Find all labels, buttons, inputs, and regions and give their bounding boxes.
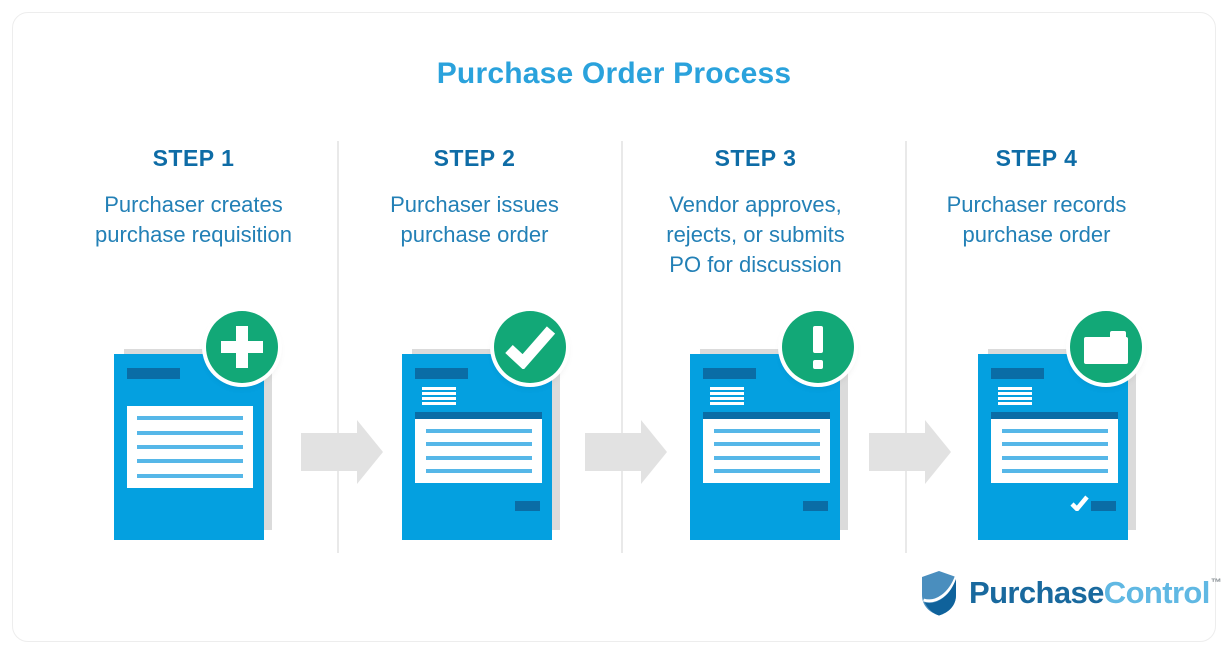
document-table-header	[415, 412, 542, 419]
step-1-description: Purchaser creates purchase requisition	[53, 190, 334, 250]
step-2-description: Purchaser issues purchase order	[334, 190, 615, 250]
document-title-bar	[991, 368, 1044, 379]
purchasecontrol-logo: PurchaseControl™	[919, 569, 1222, 617]
page-title: Purchase Order Process	[436, 57, 792, 90]
document-title-bar	[127, 368, 180, 379]
infographic-card: Purchase Order Process STEP 1 Purchaser …	[12, 12, 1222, 642]
document-total-field	[803, 501, 828, 511]
step-3-description-line: Vendor approves,	[669, 192, 842, 217]
step-4-description: Purchaser records purchase order	[896, 190, 1177, 250]
step-1-column: STEP 1 Purchaser creates purchase requis…	[53, 145, 334, 280]
logo-wordmark: PurchaseControl™	[969, 575, 1222, 611]
document-address-lines	[422, 387, 456, 407]
document-total-field	[515, 501, 540, 511]
arrow-right-icon	[301, 420, 383, 484]
document-table-header	[991, 412, 1118, 419]
logo-part-control: Control	[1103, 575, 1211, 610]
step-3-column: STEP 3 Vendor approves, rejects, or subm…	[615, 145, 896, 280]
recorded-check-icon	[1070, 495, 1089, 511]
create-badge	[206, 311, 278, 383]
alert-badge	[782, 311, 854, 383]
step-3-label: STEP 3	[714, 145, 797, 171]
step-3-description-line: PO for discussion	[669, 252, 842, 277]
document-title-bar	[703, 368, 756, 379]
arrow-right-icon	[585, 420, 667, 484]
step-4-label: STEP 4	[995, 145, 1078, 171]
document-page	[114, 354, 264, 540]
document-content-box	[127, 406, 253, 488]
document-content-box	[991, 419, 1118, 483]
step-1-label: STEP 1	[152, 145, 235, 171]
folder-icon	[1084, 330, 1128, 364]
document-table-header	[703, 412, 830, 419]
document-page	[690, 354, 840, 540]
step-2-document-illustration	[402, 311, 602, 554]
step-2-description-line: purchase order	[400, 222, 549, 247]
step-1-document-illustration	[114, 311, 314, 554]
steps-header-row: STEP 1 Purchaser creates purchase requis…	[53, 145, 1177, 280]
record-badge	[1070, 311, 1142, 383]
step-1-description-line: purchase requisition	[95, 222, 292, 247]
step-3-description-line: rejects, or submits	[666, 222, 845, 247]
step-4-description-line: purchase order	[962, 222, 1111, 247]
shield-icon	[922, 571, 958, 616]
step-2-description-line: Purchaser issues	[390, 192, 559, 217]
logo-part-purchase: Purchase	[969, 575, 1104, 610]
document-content-box	[703, 419, 830, 483]
check-icon	[505, 326, 556, 369]
document-address-lines	[710, 387, 744, 407]
exclamation-icon	[813, 325, 823, 369]
document-address-lines	[998, 387, 1032, 407]
column-divider	[905, 141, 907, 553]
step-3-description: Vendor approves, rejects, or submits PO …	[615, 190, 896, 280]
document-total-field	[1091, 501, 1116, 511]
step-4-document-illustration	[978, 311, 1178, 554]
arrow-right-icon	[869, 420, 951, 484]
column-divider	[337, 141, 339, 553]
step-4-column: STEP 4 Purchaser records purchase order	[896, 145, 1177, 280]
step-1-description-line: Purchaser creates	[104, 192, 283, 217]
column-divider	[621, 141, 623, 553]
step-3-document-illustration	[690, 311, 890, 554]
document-content-box	[415, 419, 542, 483]
document-page	[978, 354, 1128, 540]
trademark-symbol: ™	[1210, 577, 1222, 589]
step-4-description-line: Purchaser records	[946, 192, 1127, 217]
document-title-bar	[415, 368, 468, 379]
approved-badge	[494, 311, 566, 383]
step-2-label: STEP 2	[433, 145, 516, 171]
step-2-column: STEP 2 Purchaser issues purchase order	[334, 145, 615, 280]
document-page	[402, 354, 552, 540]
plus-icon	[221, 326, 263, 368]
